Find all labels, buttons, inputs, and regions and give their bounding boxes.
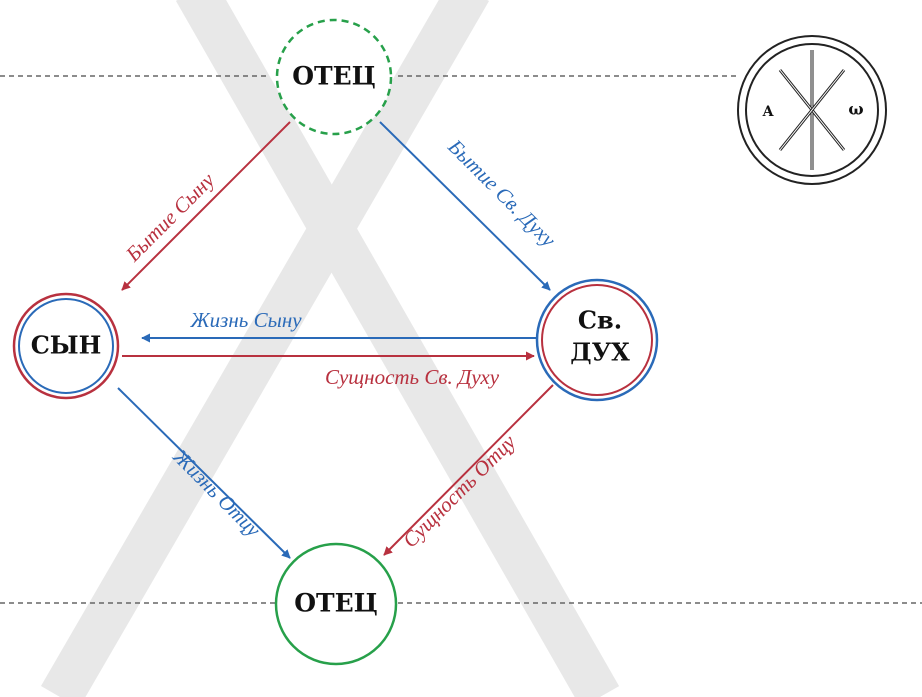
node-father-bottom: ОТЕЦ [274, 542, 398, 666]
node-father-bottom-label: ОТЕЦ [294, 589, 378, 618]
background-cross [40, 0, 620, 697]
seal-alpha: A [762, 104, 775, 120]
label-being-to-spirit: Бытие Св. Духу [443, 134, 561, 252]
alpha-omega-seal-icon: A ω [737, 35, 887, 185]
label-essence-to-spirit: Сущность Св. Духу [325, 365, 500, 389]
background-band-right [40, 0, 490, 697]
node-father-top: ОТЕЦ [275, 18, 393, 136]
node-son: СЫН [12, 292, 120, 400]
label-being-to-son: Бытие Сыну [120, 167, 219, 266]
node-spirit-label-line1: Св. [578, 306, 622, 335]
arrow-being-to-spirit [379, 121, 551, 291]
node-spirit-label-line2: ДУХ [570, 338, 630, 367]
seal-omega: ω [848, 100, 863, 119]
arrows [117, 121, 554, 559]
arrow-being-to-son [121, 121, 291, 291]
node-son-label: СЫН [31, 331, 102, 360]
arrow-life-to-father [117, 387, 291, 559]
node-spirit: Св. ДУХ [535, 278, 659, 402]
background-band-left [175, 0, 620, 697]
arrow-essence-to-father [383, 384, 554, 556]
label-life-to-son: Жизнь Сыну [189, 308, 302, 332]
node-father-top-label: ОТЕЦ [292, 62, 376, 91]
